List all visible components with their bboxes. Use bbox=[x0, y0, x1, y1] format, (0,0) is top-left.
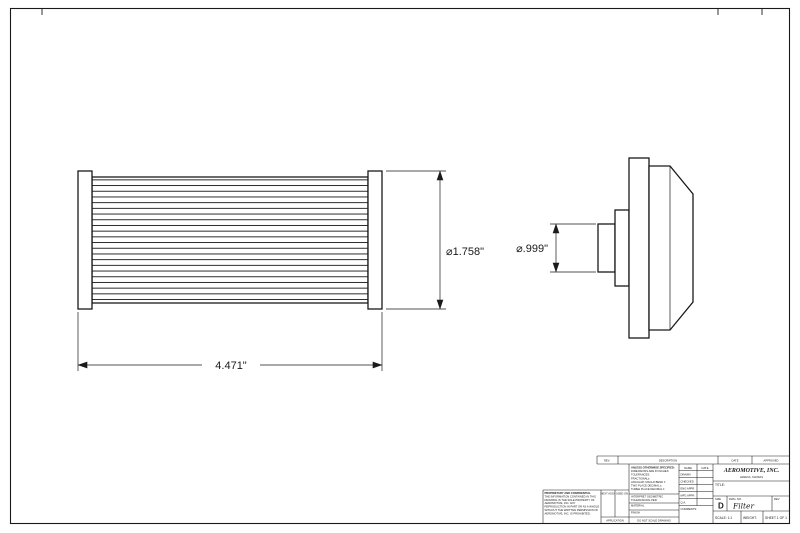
finish-label: FINISH bbox=[631, 511, 640, 515]
proprietary-line: THE INFORMATION CONTAINED IN THIS bbox=[545, 494, 597, 498]
next-assy-label: NEXT ASSY bbox=[601, 492, 616, 496]
tolerance-line: TOLERANCES: bbox=[631, 473, 650, 477]
proprietary-line: WITHOUT THE WRITTEN PERMISSION OF bbox=[545, 508, 599, 512]
approval-row-label: DRAWN bbox=[681, 473, 691, 477]
rev-strip-rev: REV. bbox=[604, 459, 610, 463]
filter-end-cap-right bbox=[367, 170, 383, 310]
tolerance-line: TWO PLACE DECIMAL ± bbox=[631, 484, 662, 488]
housing-inlet-port bbox=[597, 223, 616, 273]
scale-value: SCALE: 1:1 bbox=[715, 516, 732, 520]
tolerance-line: ANGULAR: MACH± BEND ± bbox=[631, 480, 666, 484]
dimension-element-length: 4.471" bbox=[77, 312, 383, 372]
approval-row-label: MFG APPR. bbox=[681, 494, 696, 498]
border-frame bbox=[9, 7, 791, 525]
title-block: REV. DESCRIPTION DATE APPROVED PROPRIETA… bbox=[542, 455, 790, 524]
dim-port-diameter-text: ⌀.999" bbox=[516, 243, 548, 255]
tolerance-line: DIMENSIONS ARE IN INCHES bbox=[631, 469, 669, 473]
dimension-element-diameter: ⌀1.758" bbox=[386, 170, 484, 310]
filter-element-view bbox=[77, 170, 383, 310]
interpret-line: INTERPRET GEOMETRIC bbox=[631, 495, 663, 499]
proprietary-line: AEROMOTIVE, INC. ANY bbox=[545, 501, 576, 505]
tolerance-line: FRACTIONAL± bbox=[631, 476, 650, 480]
proprietary-line: PROPRIETARY AND CONFIDENTIAL bbox=[545, 491, 592, 495]
dim-length-text: 4.471" bbox=[215, 360, 247, 372]
size-label: SIZE bbox=[715, 497, 721, 501]
material-label: MATERIAL bbox=[631, 504, 645, 508]
proprietary-line: REPRODUCTION IN PART OR AS A WHOLE bbox=[545, 505, 600, 509]
filter-element-body bbox=[91, 176, 369, 304]
housing-flange bbox=[628, 157, 650, 339]
rev-strip-date: DATE bbox=[732, 459, 739, 463]
approval-row-label: COMMENTS: bbox=[681, 507, 698, 511]
approval-row-label: ENG APPR. bbox=[681, 487, 696, 491]
interpret-line: TOLERANCING PER: bbox=[631, 498, 658, 502]
rev-label: REV bbox=[774, 497, 780, 501]
title-block-grid bbox=[542, 455, 790, 524]
title-label: TITLE: bbox=[715, 483, 725, 487]
dwg-no-label: DWG. NO. bbox=[729, 497, 742, 501]
used-on-label: USED ON bbox=[616, 492, 628, 496]
proprietary-line: DRAWING IS THE SOLE PROPERTY OF bbox=[545, 498, 595, 502]
tolerance-line: THREE PLACE DECIMAL ± bbox=[631, 487, 665, 491]
rev-strip-approved: APPROVED bbox=[764, 459, 779, 463]
application-table: NEXT ASSY USED ON APPLICATION bbox=[601, 492, 629, 523]
filter-housing-view bbox=[597, 157, 694, 339]
dim-element-diameter-text: ⌀1.758" bbox=[446, 246, 484, 258]
weight-label: WEIGHT: bbox=[743, 516, 757, 520]
revision-strip: REV. DESCRIPTION DATE APPROVED bbox=[604, 459, 779, 463]
do-not-scale-label: DO NOT SCALE DRAWING bbox=[637, 519, 671, 523]
dimension-port-diameter: ⌀.999" bbox=[516, 223, 596, 273]
proprietary-note: PROPRIETARY AND CONFIDENTIAL THE INFORMA… bbox=[545, 491, 600, 515]
name-header: NAME bbox=[684, 466, 692, 470]
filter-end-cap-left bbox=[77, 170, 93, 310]
border-zone-ticks bbox=[41, 8, 763, 15]
dim-length-text-backing bbox=[202, 357, 260, 371]
approval-row-label: Q.A. bbox=[681, 501, 687, 505]
drawing-title: Filter bbox=[732, 502, 754, 511]
application-label: APPLICATION bbox=[606, 519, 624, 523]
proprietary-line: AEROMOTIVE, INC. IS PROHIBITED. bbox=[545, 511, 591, 515]
tolerance-block: UNLESS OTHERWISE SPECIFIED: DIMENSIONS A… bbox=[631, 466, 675, 523]
approval-row-label: CHECKED bbox=[681, 480, 694, 484]
approval-block: NAME DATE DRAWN CHECKED ENG APPR. MFG AP… bbox=[681, 466, 709, 511]
rev-strip-description: DESCRIPTION bbox=[659, 459, 677, 463]
date-header: DATE bbox=[702, 466, 709, 470]
sheet-value: SHEET 1 OF 1 bbox=[765, 516, 787, 520]
housing-hex-body bbox=[648, 165, 694, 331]
tolerance-line: UNLESS OTHERWISE SPECIFIED: bbox=[631, 466, 675, 470]
title-block-right: AEROMOTIVE, INC. LENEXA, KANSAS TITLE: S… bbox=[715, 468, 787, 520]
housing-collar bbox=[614, 209, 630, 287]
size-value: D bbox=[718, 502, 724, 511]
company-name: AEROMOTIVE, INC. bbox=[723, 468, 780, 474]
company-location: LENEXA, KANSAS bbox=[740, 475, 763, 479]
